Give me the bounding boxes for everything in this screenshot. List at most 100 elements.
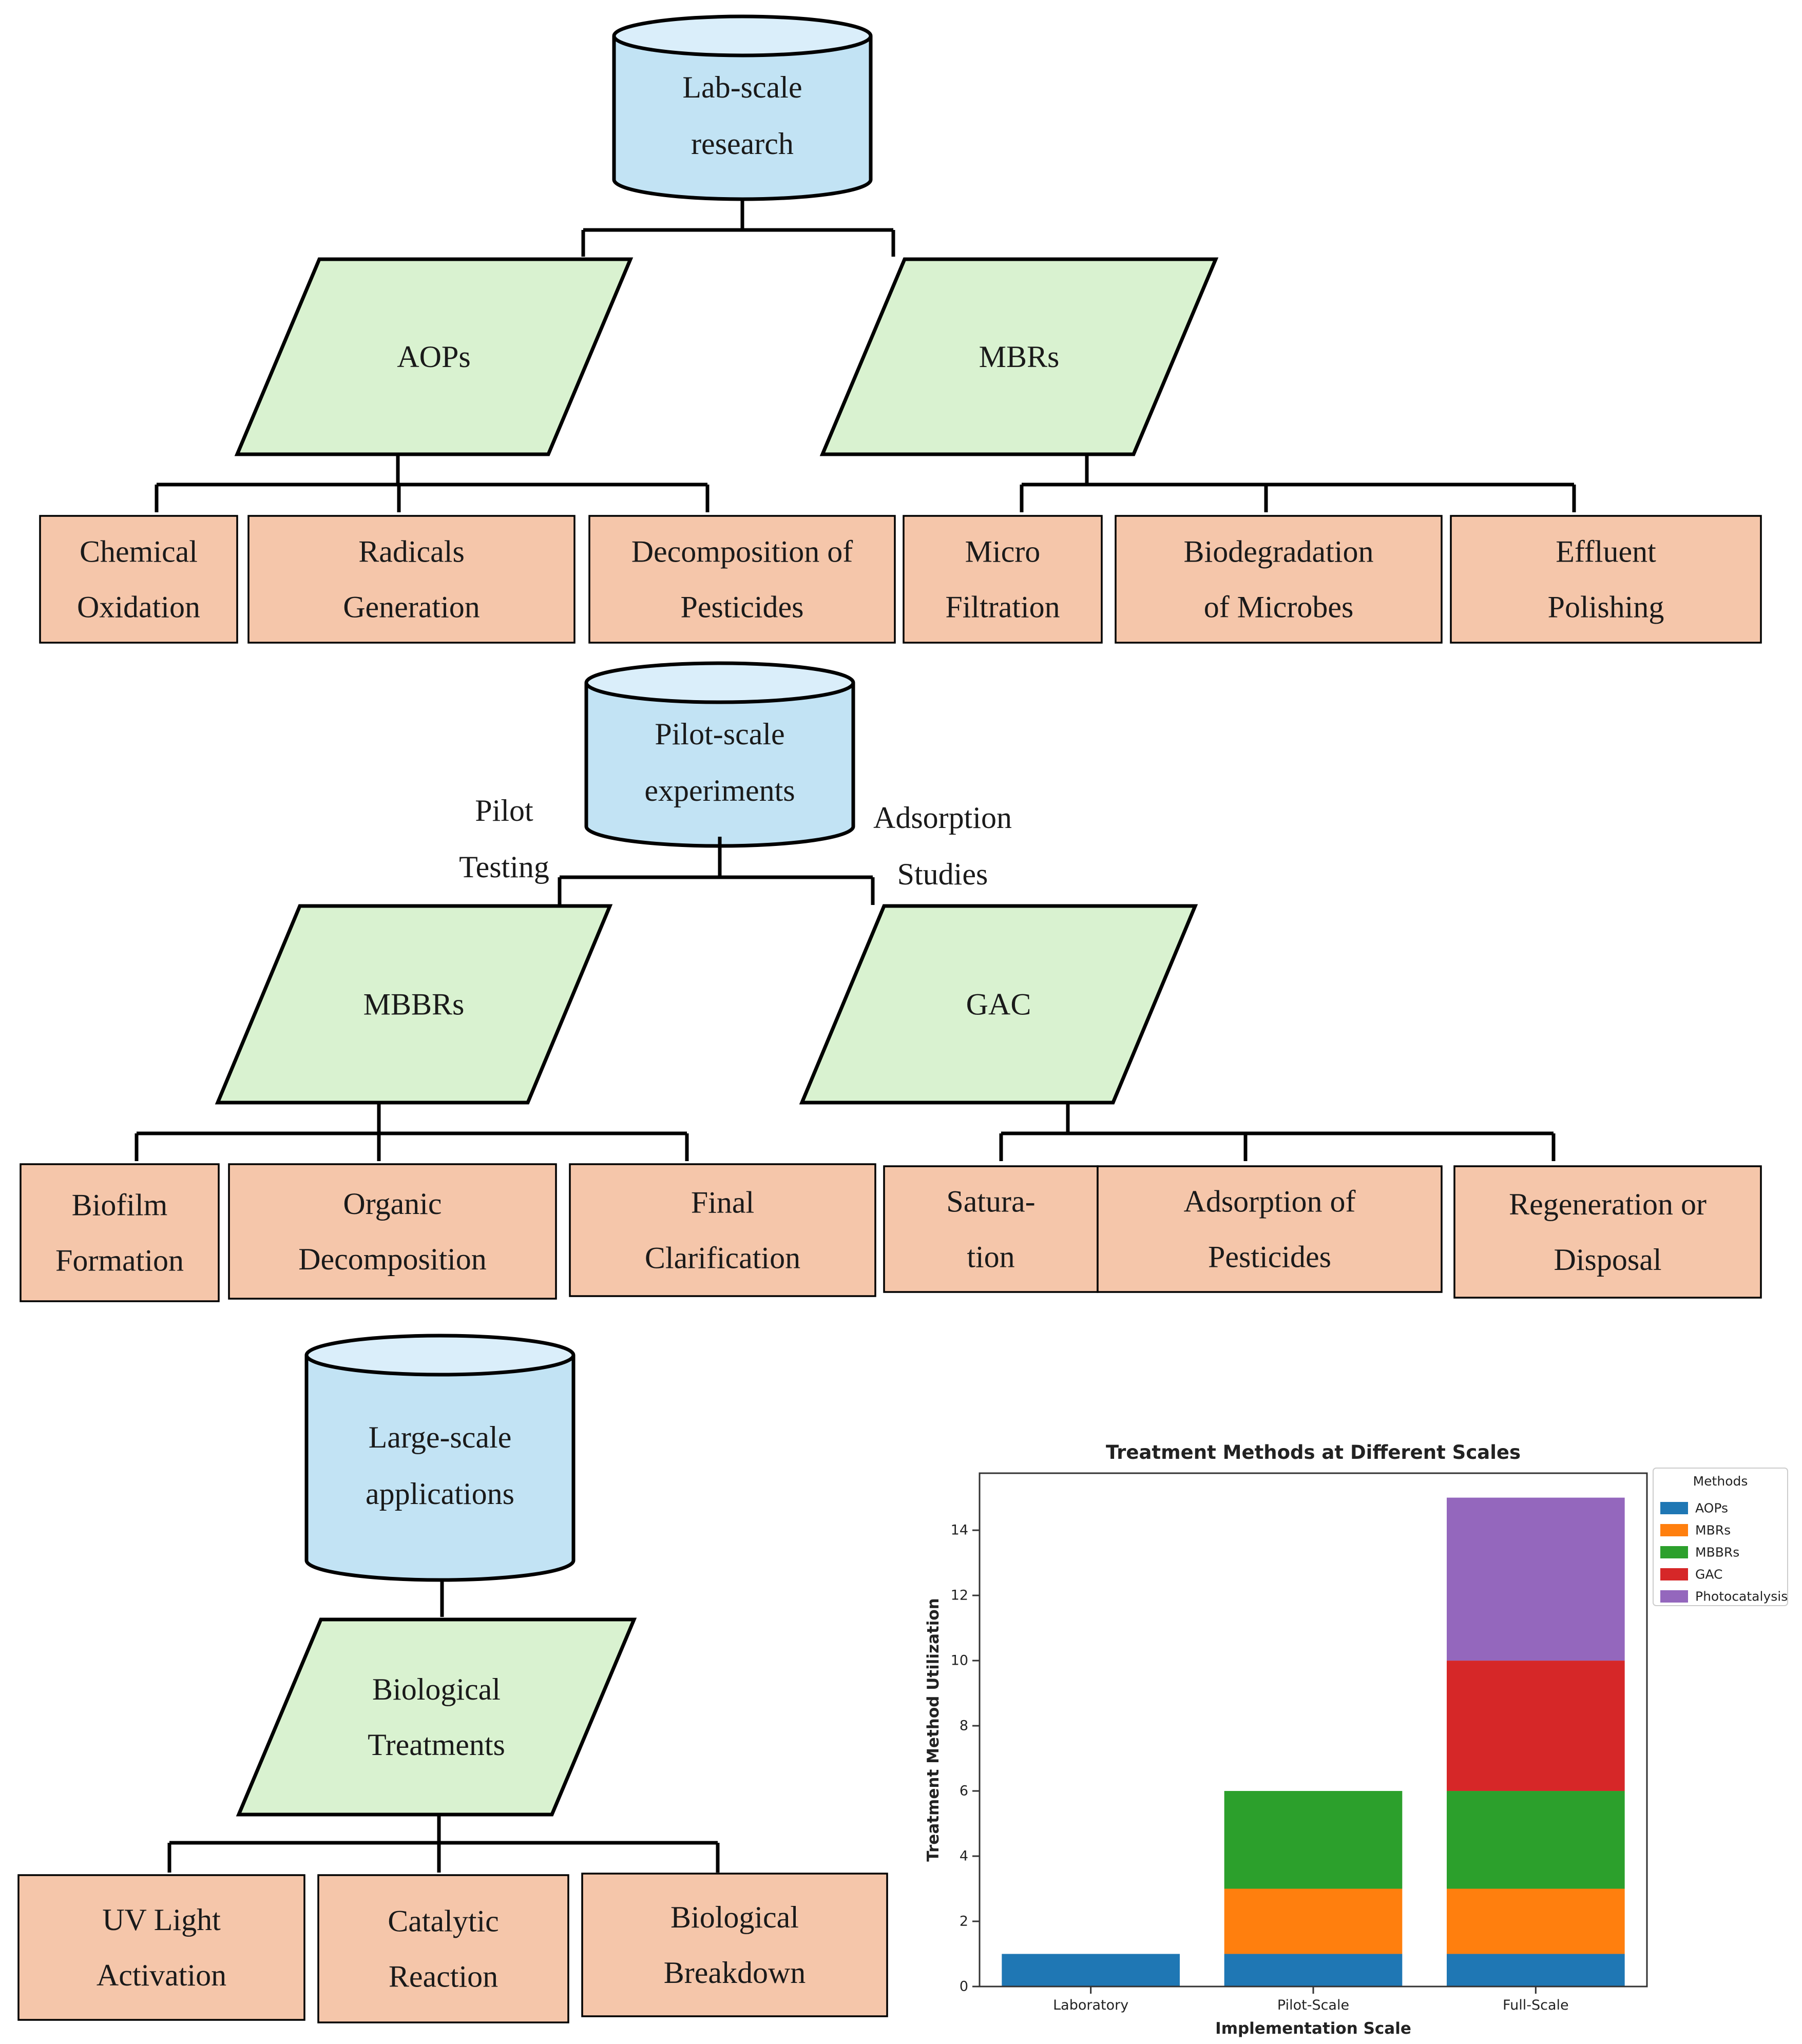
- pilot-step-5: Adsorption of Pesticides: [1097, 1165, 1443, 1293]
- lab-scale-cylinder-label: Lab-scale: [682, 70, 802, 104]
- biological-treatments-parallelogram-label: Biological: [372, 1672, 501, 1706]
- adsorption-studies-label: Adsorption: [873, 801, 1012, 835]
- lab-step-4-label: Micro: [965, 535, 1041, 569]
- x-axis-label: Implementation Scale: [1215, 2019, 1411, 2038]
- pilot-testing-label: Pilot: [475, 794, 533, 827]
- pilot-step-5-label: Pesticides: [1208, 1240, 1331, 1274]
- aops-step-connector: [155, 454, 710, 512]
- pilot-step-2-label: Decomposition: [298, 1242, 487, 1276]
- y-tick-label: 0: [960, 1979, 968, 1995]
- x-tick-label: Pilot-Scale: [1277, 1997, 1349, 2013]
- large-scale-cylinder-label: Large-scale: [369, 1420, 512, 1454]
- lab-step-1-label: Oxidation: [77, 590, 200, 624]
- legend-swatch-gac: [1660, 1568, 1688, 1580]
- pilot-step-1-rect: [20, 1163, 220, 1302]
- mbrs-parallelogram-label: MBRs: [979, 340, 1060, 374]
- gac-step-connector: [999, 1103, 1556, 1161]
- mbbrs-parallelogram-label: MBBRs: [363, 988, 465, 1021]
- lab-step-5-label: of Microbes: [1204, 590, 1354, 624]
- lab-step-5-label: Biodegradation: [1184, 535, 1374, 569]
- large-step-1-rect: [17, 1874, 305, 2021]
- aops-parallelogram-label: AOPs: [397, 340, 470, 374]
- bar-aops-pilot-scale: [1224, 1954, 1403, 1987]
- large-step-3-label: Biological: [670, 1900, 799, 1934]
- large-step-2-label: Catalytic: [388, 1904, 499, 1938]
- y-tick-label: 10: [951, 1653, 968, 1669]
- legend-swatch-mbrs: [1660, 1524, 1688, 1536]
- lab-step-2-label: Radicals: [358, 535, 465, 569]
- lab-step-3-rect: [588, 515, 896, 644]
- y-tick-label: 4: [960, 1848, 968, 1864]
- large-step-2-label: Reaction: [389, 1960, 498, 1994]
- pilot-step-1-label: Biofilm: [72, 1188, 168, 1222]
- bar-aops-full-scale: [1447, 1954, 1625, 1987]
- pilot-step-2-rect: [228, 1163, 557, 1300]
- mbrs-parallelogram: MBRs: [819, 257, 1219, 456]
- lab-step-2-label: Generation: [343, 590, 480, 624]
- adsorption-studies-label: Studies: [897, 857, 988, 891]
- lab-scale-cylinder-body: [612, 36, 873, 201]
- large-step-2-rect: [317, 1874, 569, 2023]
- large-scale-cylinder-top: [304, 1334, 576, 1377]
- chart-title: Treatment Methods at Different Scales: [1106, 1441, 1521, 1463]
- mbrs-parallelogram-shape: [819, 257, 1219, 456]
- legend-entry-aops: AOPs: [1695, 1501, 1728, 1516]
- pilot-step-4-label: tion: [967, 1240, 1014, 1274]
- plot-frame: [979, 1472, 1648, 1988]
- bar-photocatalysis-full-scale: [1447, 1497, 1625, 1661]
- pilot-step-5-rect: [1097, 1165, 1443, 1293]
- lab-step-3-label: Pesticides: [681, 590, 804, 624]
- mbbrs-step-connector: [135, 1103, 689, 1161]
- pilot-step-4: Satura-tion: [883, 1165, 1099, 1293]
- legend-swatch-mbbrs: [1660, 1546, 1688, 1558]
- pilot-step-5-label: Adsorption of: [1184, 1185, 1356, 1219]
- mbbrs-parallelogram: MBBRs: [215, 904, 613, 1105]
- pilot-step-6-rect: [1453, 1165, 1762, 1299]
- aops-parallelogram-shape: [234, 257, 634, 456]
- large-step-3-label: Breakdown: [664, 1956, 806, 1990]
- lab-scale-cylinder-top: [612, 14, 873, 57]
- gac-parallelogram: GAC: [799, 904, 1198, 1105]
- pilot-step-1-label: Formation: [55, 1244, 184, 1278]
- lab-step-5-rect: [1115, 515, 1443, 644]
- large-scale-cylinder: Large-scale applications: [304, 1334, 576, 1582]
- lab-step-1-label: Chemical: [80, 535, 198, 569]
- y-tick-label: 12: [951, 1588, 968, 1604]
- lab-step-5: Biodegradation of Microbes: [1115, 515, 1443, 644]
- biological-treatments-parallelogram-shape: [236, 1617, 637, 1817]
- biological-treatments-parallelogram-label: Treatments: [368, 1728, 505, 1762]
- y-tick-label: 6: [960, 1783, 968, 1799]
- y-tick-label: 2: [960, 1914, 968, 1930]
- legend-entry-gac: GAC: [1695, 1567, 1723, 1582]
- mbbrs-parallelogram-shape: [215, 904, 613, 1105]
- pilot-step-3-label: Final: [691, 1186, 754, 1220]
- legend-entry-mbrs: MBRs: [1695, 1523, 1731, 1538]
- lab-step-6-rect: [1450, 515, 1762, 644]
- pilot-step-3-label: Clarification: [645, 1241, 800, 1275]
- pilot-step-4-rect: [883, 1165, 1099, 1293]
- bar-gac-full-scale: [1447, 1661, 1625, 1791]
- lab-method-connector: [581, 199, 895, 257]
- lab-step-1-rect: [39, 515, 238, 644]
- large-scale-cylinder-label: applications: [366, 1477, 514, 1511]
- bar-mbrs-full-scale: [1447, 1888, 1625, 1954]
- lab-step-2-rect: [247, 515, 576, 644]
- y-tick-label: 8: [960, 1718, 968, 1734]
- y-tick-label: 14: [951, 1522, 968, 1538]
- pilot-step-4-label: Satura-: [946, 1185, 1035, 1219]
- pilot-step-6-label: Regeneration or: [1509, 1187, 1707, 1221]
- bar-mbbrs-full-scale: [1447, 1791, 1625, 1889]
- lab-step-6-label: Effluent: [1556, 535, 1656, 569]
